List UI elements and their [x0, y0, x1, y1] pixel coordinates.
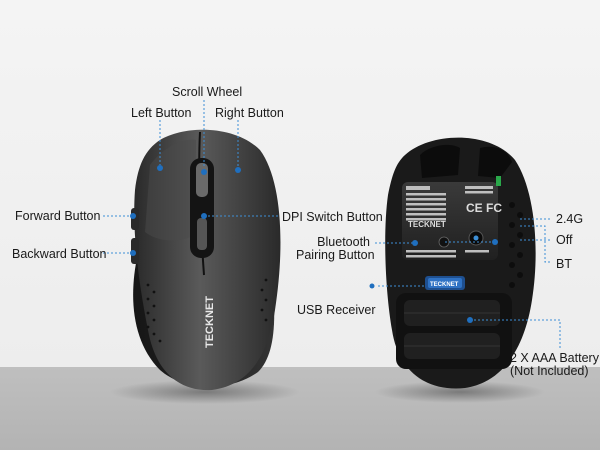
battery-compartment-image: [396, 293, 512, 369]
mouse-logo: TECKNET: [204, 296, 216, 348]
label-backward-button: Backward Button: [12, 247, 107, 261]
callout-lines: [103, 100, 561, 350]
label-mode-bt: BT: [556, 257, 572, 271]
ce-mark: CE FC: [466, 201, 502, 215]
mouse-top-view-image: TECKNET: [110, 129, 300, 404]
label-forward-button: Forward Button: [15, 209, 101, 223]
callout-dots: [130, 165, 498, 323]
label-battery: 2 X AAA Battery (Not Included): [510, 352, 599, 378]
label-usb-receiver: USB Receiver: [297, 303, 376, 317]
label-left-button: Left Button: [131, 106, 192, 120]
label-battery-line1: 2 X AAA Battery: [510, 351, 599, 365]
label-bluetooth-line2: Pairing Button: [296, 248, 375, 262]
label-scroll-wheel: Scroll Wheel: [172, 85, 243, 99]
receiver-logo: TECKNET: [430, 282, 459, 288]
label-dpi-switch-button: DPI Switch Button: [282, 210, 383, 224]
label-mode-off: Off: [556, 233, 573, 247]
bottom-logo: TECKNET: [408, 220, 446, 229]
background-floor: [0, 367, 600, 450]
label-mode-24g: 2.4G: [556, 212, 584, 226]
label-right-button: Right Button: [215, 106, 284, 120]
usb-receiver-image: TECKNET: [425, 276, 465, 290]
label-bluetooth-line1: Bluetooth: [317, 235, 370, 249]
label-battery-line2: (Not Included): [510, 364, 589, 378]
label-bluetooth-pairing: Bluetooth Pairing Button: [296, 235, 375, 262]
